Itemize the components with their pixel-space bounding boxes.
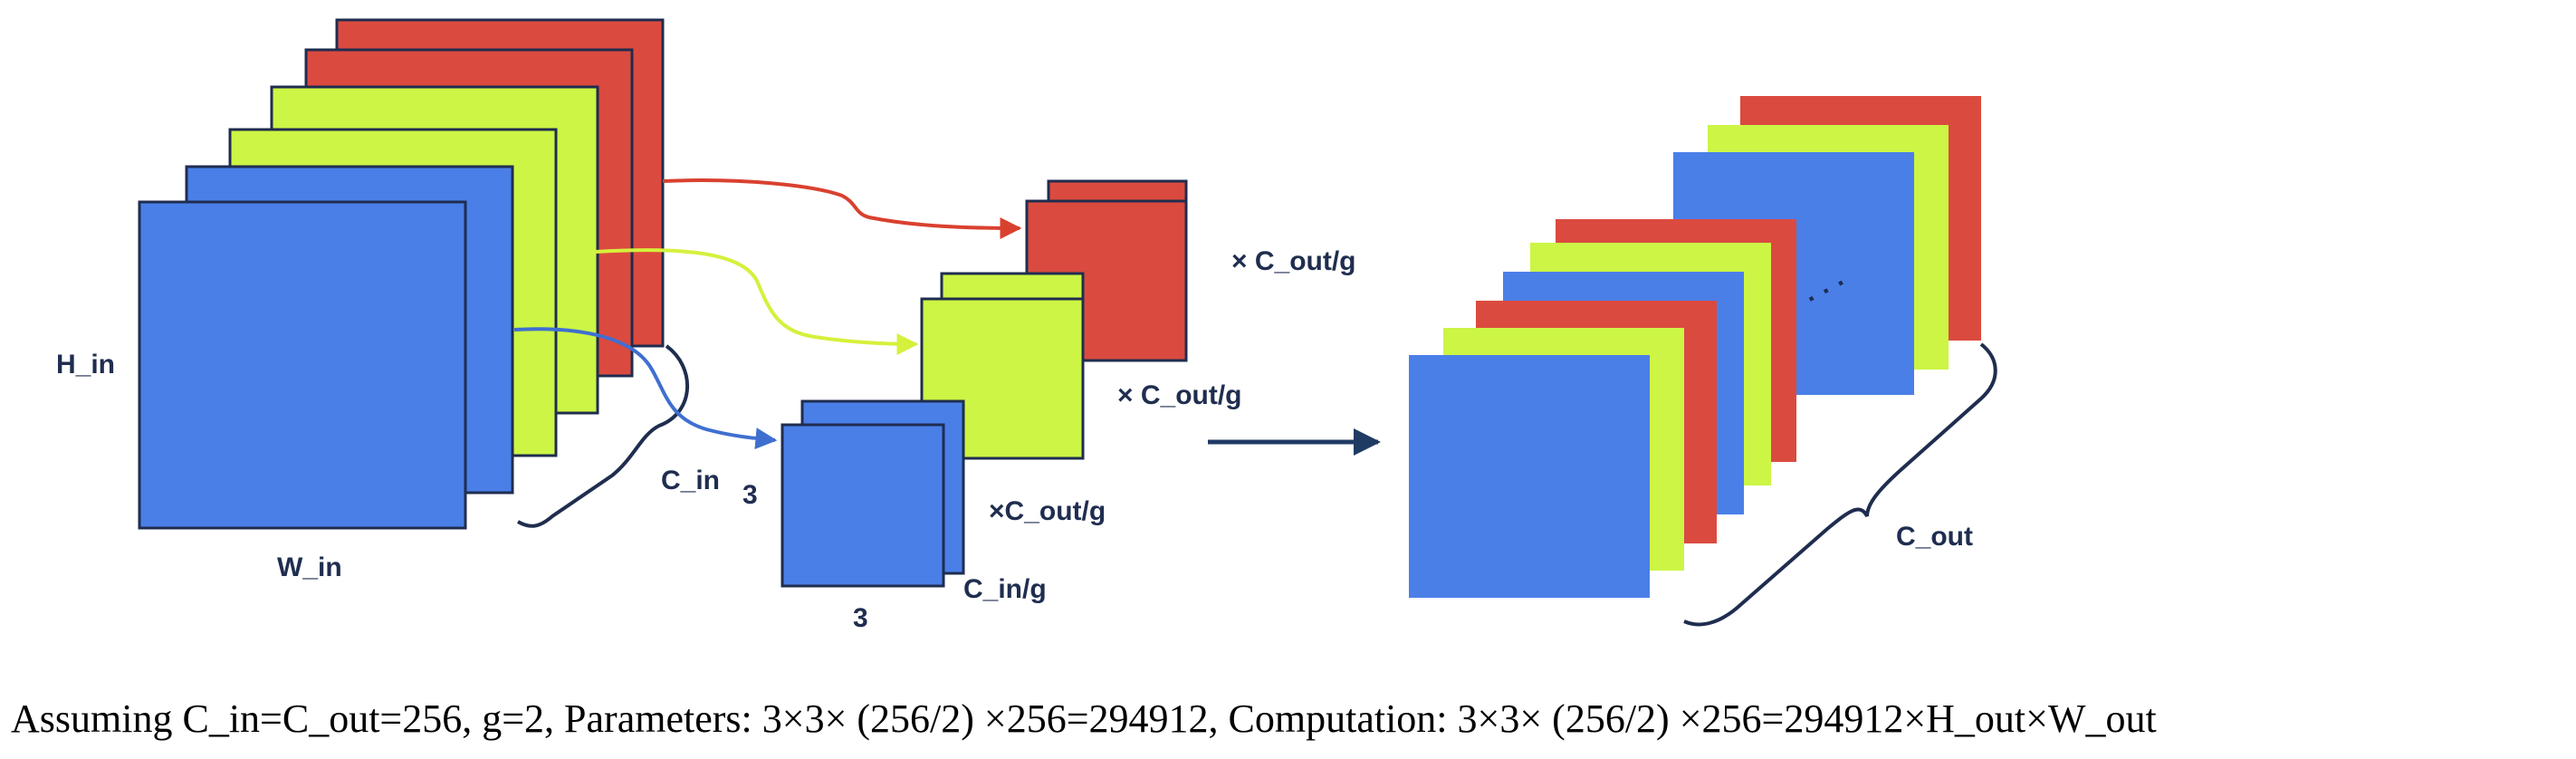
red-group-arrow bbox=[662, 178, 1022, 239]
kernel-size-right-label: 3 bbox=[742, 480, 758, 510]
c-in-label: C_in bbox=[661, 466, 720, 495]
h-in-label: H_in bbox=[56, 350, 115, 380]
kernel-size-bottom-label: 3 bbox=[853, 603, 868, 633]
output-feature-maps bbox=[1409, 96, 1981, 598]
c-out-g-blue-label: ×C_out/g bbox=[989, 496, 1106, 526]
output-blue-1 bbox=[1409, 355, 1650, 598]
input-feature-maps bbox=[138, 18, 665, 530]
blue-group-arrow bbox=[513, 327, 778, 449]
kernel-group-red bbox=[1025, 179, 1188, 362]
c-out-brace bbox=[1683, 342, 1997, 627]
kernel-group-blue bbox=[780, 399, 965, 588]
c-out-g-red-label: × C_out/g bbox=[1231, 246, 1356, 276]
c-out-label: C_out bbox=[1896, 522, 1973, 552]
w-in-label: W_in bbox=[277, 552, 342, 582]
c-in-g-label: C_in/g bbox=[963, 574, 1047, 604]
caption: Assuming C_in=C_out=256, g=2, Parameters… bbox=[11, 697, 2157, 741]
input-channel-blue bbox=[138, 200, 467, 530]
green-group-arrow bbox=[595, 248, 919, 355]
c-out-g-green-label: × C_out/g bbox=[1117, 380, 1242, 410]
kernel-blue-front bbox=[780, 423, 945, 588]
c-in-brace bbox=[517, 344, 689, 528]
